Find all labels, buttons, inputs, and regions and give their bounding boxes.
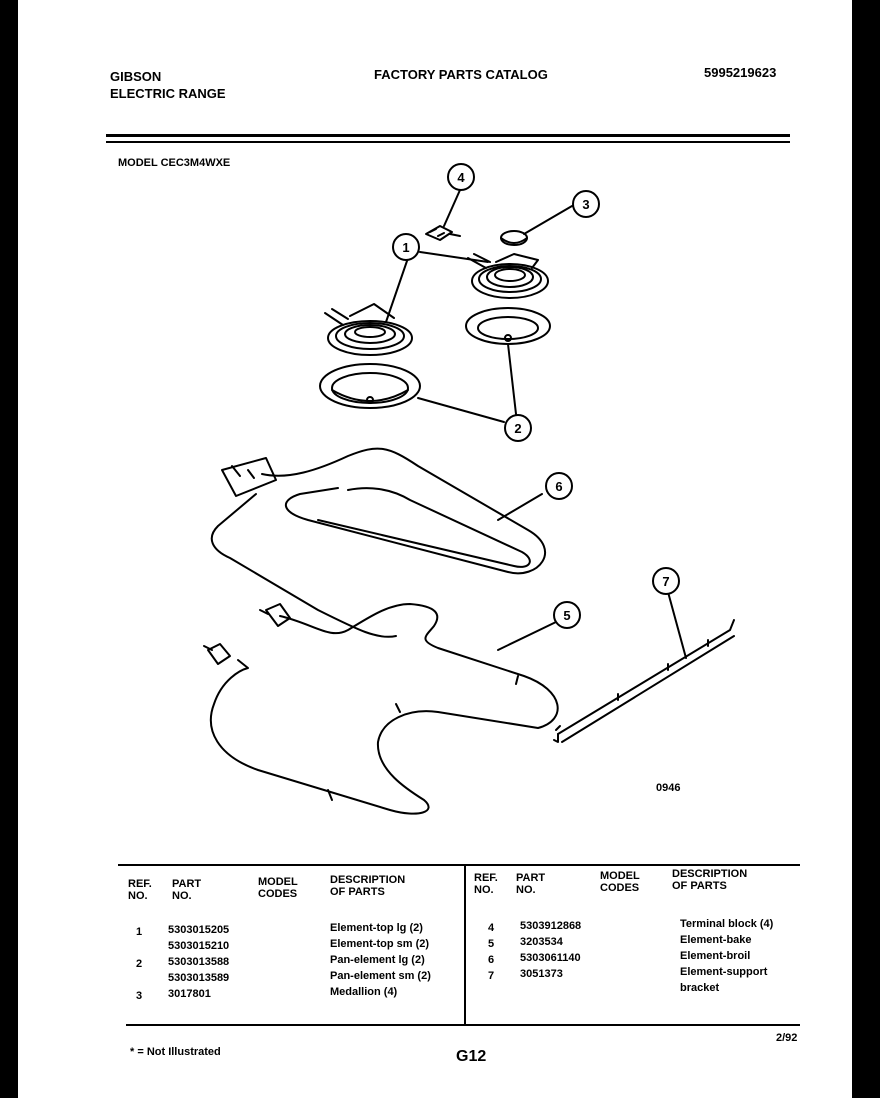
medallion-part: [500, 230, 528, 246]
table-row-part: 3203534: [520, 936, 563, 948]
callout-1: 1: [392, 233, 420, 261]
callout-5: 5: [553, 601, 581, 629]
table-center-divider: [464, 864, 466, 1024]
right-ref-column: 4 5 6 7: [488, 920, 494, 984]
callout-3: 3: [572, 190, 600, 218]
small-pan-element: [319, 363, 421, 409]
table-row-ref: 4: [488, 922, 495, 934]
callout-4: 4: [447, 163, 475, 191]
product-name: ELECTRIC RANGE: [110, 86, 226, 101]
page-code: G12: [456, 1048, 487, 1065]
table-row-desc: Element-bake: [680, 934, 752, 946]
catalog-number: 5995219623: [704, 65, 777, 80]
table-row-desc: Pan-element sm (2): [330, 970, 431, 982]
svg-text:2: 2: [514, 421, 521, 436]
table-row-ref: [136, 972, 142, 988]
not-illustrated-note: * = Not Illustrated: [130, 1046, 221, 1058]
table-row-ref: [136, 940, 142, 956]
table-row-desc: Medallion (4): [330, 986, 398, 998]
table-row-desc: Element-top lg (2): [330, 922, 423, 934]
table-row-part: 3017801: [168, 988, 211, 1000]
header-ref-no-right: REF.NO.: [474, 872, 498, 896]
svg-text:4: 4: [457, 170, 465, 185]
leader-5: [497, 621, 557, 651]
catalog-title: FACTORY PARTS CATALOG: [374, 67, 548, 82]
svg-text:1: 1: [402, 240, 409, 255]
table-row-desc: bracket: [680, 982, 720, 994]
svg-text:3: 3: [582, 197, 589, 212]
broil-element: [210, 447, 547, 638]
callout-7: 7: [652, 567, 680, 595]
leader-6: [497, 493, 543, 521]
right-part-column: 5303912868 3203534 5303061140 3051373: [520, 918, 581, 982]
leader-7: [667, 591, 687, 659]
table-rule-bottom: [126, 1024, 800, 1026]
leader-2a: [417, 397, 505, 423]
header-rule-top: [106, 134, 790, 137]
left-desc-column: Element-top lg (2) Element-top sm (2) Pa…: [330, 920, 431, 1000]
table-row-part: 5303061140: [520, 952, 581, 964]
large-pan-element: [465, 307, 551, 345]
svg-text:5: 5: [563, 608, 570, 623]
table-row-part: 3051373: [520, 968, 563, 980]
header-ref-no-left: REF.NO.: [128, 878, 152, 902]
leader-2b: [507, 343, 517, 415]
leader-1b: [419, 251, 489, 263]
table-row-part: 5303013589: [168, 972, 230, 984]
bake-element: [203, 603, 559, 815]
table-rule-top: [118, 864, 800, 866]
catalog-date: 2/92: [776, 1032, 798, 1044]
table-row-ref: 2: [136, 958, 143, 970]
support-bracket: [553, 619, 735, 743]
table-row-part: 5303015210: [168, 940, 230, 952]
table-row-ref: 6: [488, 954, 495, 966]
table-row-part: 5303015205: [168, 924, 230, 936]
table-row-part: 5303013588: [168, 956, 230, 968]
brand-name: GIBSON: [110, 69, 162, 84]
parts-diagram: 4 3 1 2 6 7 5: [203, 163, 735, 815]
leader-4: [443, 189, 461, 227]
callout-2: 2: [504, 414, 532, 442]
terminal-block-part: [425, 225, 461, 241]
left-part-column: 5303015205 5303015210 5303013588 5303013…: [168, 922, 229, 1002]
table-row-desc: Terminal block (4): [680, 918, 774, 930]
table-row-ref: 1: [136, 926, 143, 938]
header-rule-bottom: [106, 141, 790, 143]
leader-3: [523, 205, 573, 235]
table-row-desc: Element-top sm (2): [330, 938, 430, 950]
left-ref-column: 1 2 3: [136, 924, 142, 1004]
table-row-ref: 3: [136, 990, 143, 1002]
table-row-ref: 5: [488, 938, 495, 950]
catalog-page: GIBSON ELECTRIC RANGE FACTORY PARTS CATA…: [18, 0, 852, 1098]
right-desc-column: Terminal block (4) Element-bake Element-…: [680, 916, 773, 996]
svg-text:7: 7: [662, 574, 669, 589]
table-row-desc: Element-broil: [680, 950, 751, 962]
table-row-part: 5303912868: [520, 920, 582, 932]
small-top-element: [324, 303, 413, 356]
figure-code: 0946: [656, 782, 681, 794]
callout-6: 6: [545, 472, 573, 500]
svg-text:6: 6: [555, 479, 562, 494]
large-top-element: [467, 253, 549, 299]
model-label: MODEL CEC3M4WXE: [118, 157, 231, 169]
table-row-desc: Element-support: [680, 966, 768, 978]
table-row-ref: 7: [488, 970, 495, 982]
table-row-desc: Pan-element lg (2): [330, 954, 425, 966]
leader-1a: [385, 257, 409, 323]
